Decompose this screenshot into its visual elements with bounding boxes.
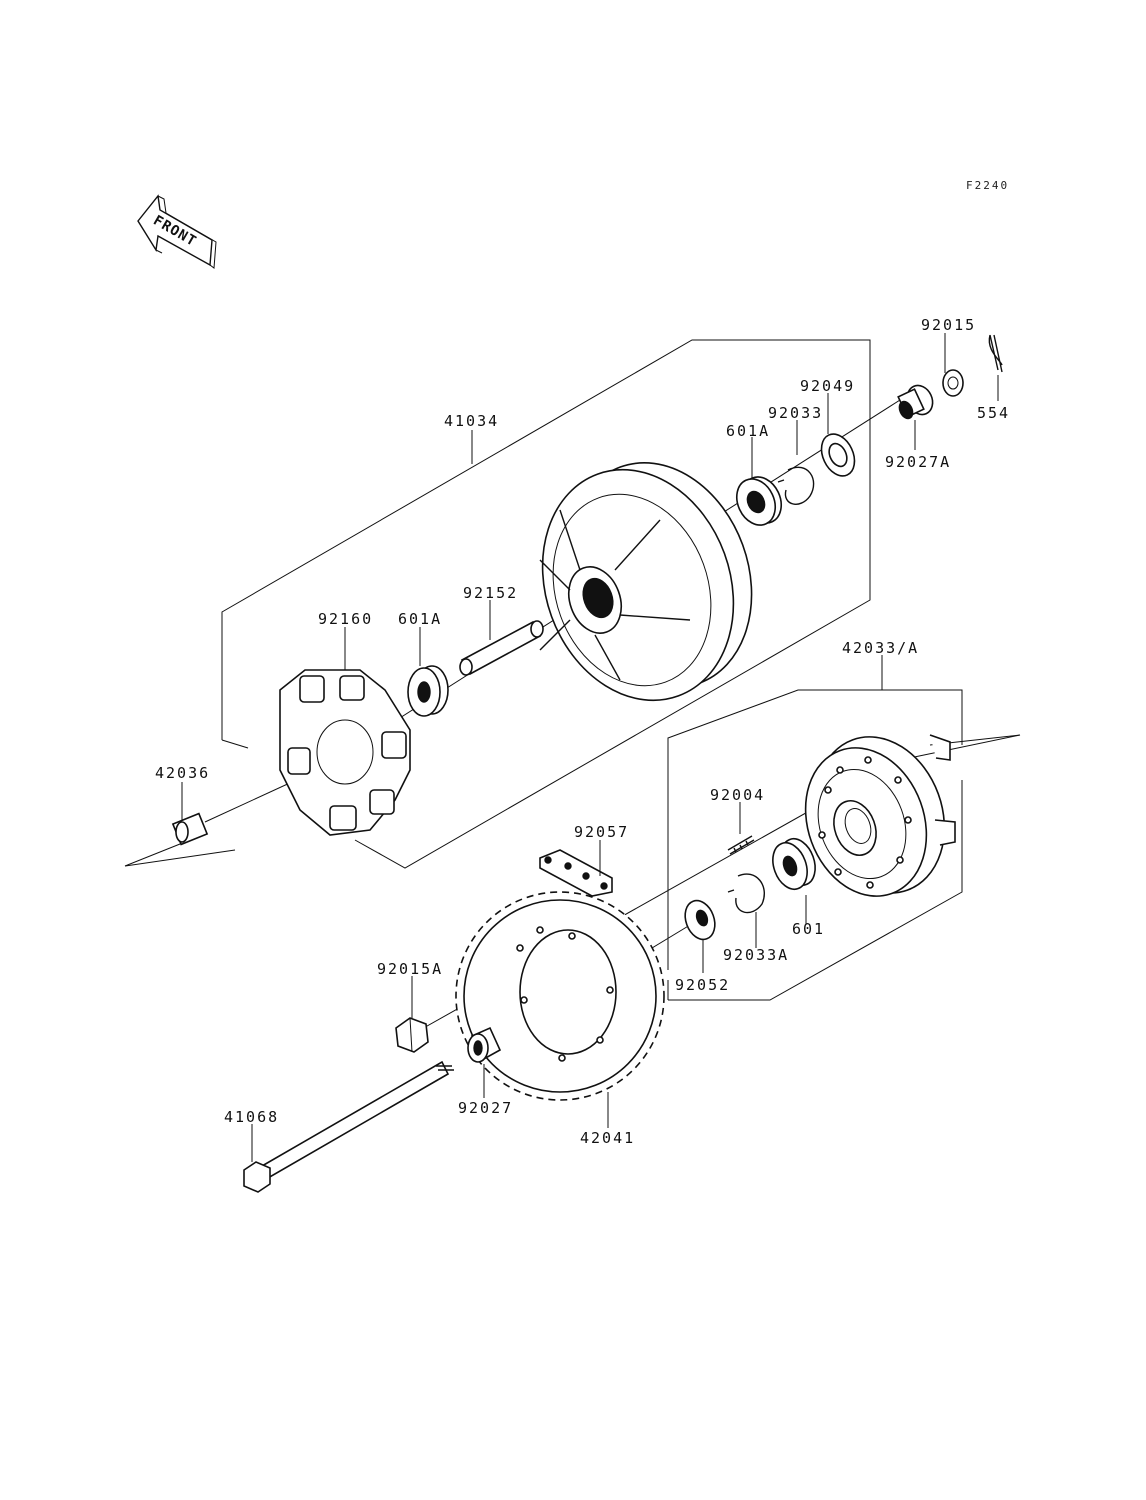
part-label-92152: 92152 bbox=[463, 584, 518, 602]
coupling-group-outline bbox=[667, 689, 963, 970]
part-label-601a-top: 601A bbox=[726, 422, 770, 440]
part-label-92052: 92052 bbox=[675, 976, 730, 994]
part-label-601a-left: 601A bbox=[398, 610, 442, 628]
part-label-92049: 92049 bbox=[800, 377, 855, 395]
part-label-92015: 92015 bbox=[921, 316, 976, 334]
nut-92015a bbox=[395, 1017, 429, 1053]
oil-seal-92049 bbox=[820, 433, 856, 477]
cotter-pin-554 bbox=[988, 334, 1003, 373]
part-label-92033a: 92033A bbox=[723, 946, 789, 964]
oil-seal-92052 bbox=[684, 899, 716, 941]
bearing-601 bbox=[772, 837, 816, 891]
part-label-41034: 41034 bbox=[444, 412, 499, 430]
part-label-92027a: 92027A bbox=[885, 453, 951, 471]
part-label-92004: 92004 bbox=[710, 786, 765, 804]
front-arrow-icon: FRONT bbox=[137, 194, 217, 269]
part-label-92027: 92027 bbox=[458, 1099, 513, 1117]
hub-damper-92160 bbox=[279, 669, 411, 836]
part-label-42036: 42036 bbox=[155, 764, 210, 782]
bearing-601a-top bbox=[735, 476, 783, 526]
part-label-601: 601 bbox=[792, 920, 825, 938]
sleeve-92152 bbox=[459, 620, 544, 676]
stud-92004 bbox=[727, 835, 755, 855]
part-label-41068: 41068 bbox=[224, 1108, 279, 1126]
leader-lines bbox=[181, 333, 999, 1162]
collar-92027a bbox=[897, 384, 934, 420]
part-label-92015a: 92015A bbox=[377, 960, 443, 978]
part-label-92057: 92057 bbox=[574, 823, 629, 841]
wheel-group-outline bbox=[221, 339, 871, 869]
figure-code: F2240 bbox=[966, 179, 1009, 192]
chain-link-92057 bbox=[539, 849, 613, 897]
collar-92027 bbox=[467, 1026, 502, 1063]
wheel-rim bbox=[539, 462, 753, 702]
axle-41068 bbox=[243, 1060, 454, 1193]
collar-42036 bbox=[171, 812, 209, 846]
sprocket-42041 bbox=[455, 891, 665, 1101]
nut-92015 bbox=[942, 369, 964, 397]
part-label-42041: 42041 bbox=[580, 1129, 635, 1147]
part-label-92033: 92033 bbox=[768, 404, 823, 422]
bearing-601a-left bbox=[407, 665, 449, 717]
circlip-92033a bbox=[727, 873, 765, 914]
part-label-42033a: 42033/A bbox=[842, 639, 919, 657]
circlip-92033 bbox=[777, 466, 815, 505]
sprocket-coupling bbox=[804, 734, 956, 897]
part-label-92160: 92160 bbox=[318, 610, 373, 628]
part-label-554: 554 bbox=[977, 404, 1010, 422]
